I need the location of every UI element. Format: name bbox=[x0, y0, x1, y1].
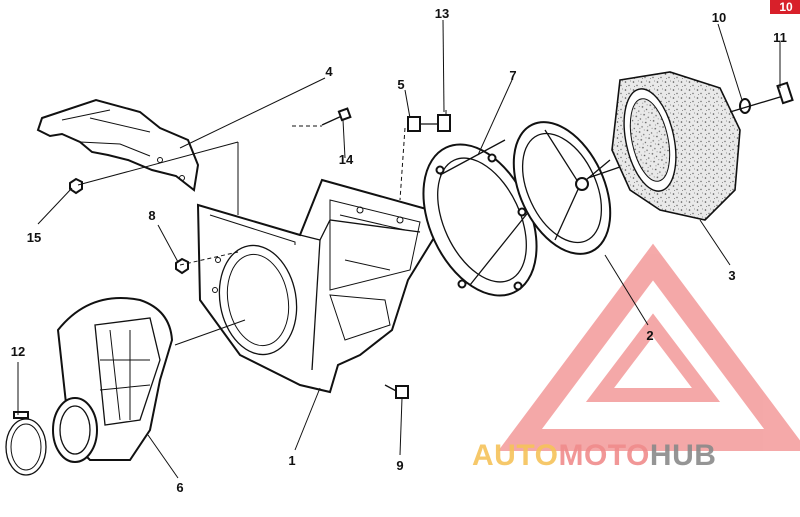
leader-4 bbox=[179, 77, 326, 149]
leader-14 bbox=[342, 119, 346, 159]
callout-2: 2 bbox=[646, 328, 653, 343]
watermark-hub: HUB bbox=[650, 439, 717, 472]
watermark-text-line: AUTOMOTOHUB bbox=[472, 439, 716, 472]
leader-9 bbox=[399, 397, 403, 456]
page-tag-text: 10 bbox=[779, 0, 793, 14]
leader-5 bbox=[404, 89, 411, 119]
leader-7 bbox=[477, 79, 513, 156]
callout-14: 14 bbox=[339, 152, 354, 167]
leader-5-dash bbox=[399, 127, 406, 201]
part-2-filter-cage bbox=[512, 121, 641, 255]
leader-3 bbox=[699, 219, 731, 266]
leader-1 bbox=[294, 387, 321, 451]
page-tag: 10 bbox=[770, 0, 800, 14]
part-10-11-bolt bbox=[729, 81, 794, 114]
callout-labels: 1 2 3 4 5 6 7 8 9 10 11 12 13 14 15 bbox=[11, 6, 787, 495]
part-3-foam-filter bbox=[611, 71, 741, 221]
watermark-triangle-inner bbox=[585, 313, 721, 402]
part-6-intake-boot bbox=[52, 297, 174, 463]
part-1-airbox-housing bbox=[196, 178, 442, 394]
leader-lines bbox=[17, 19, 781, 479]
callout-1: 1 bbox=[288, 453, 295, 468]
watermark-triangle-outer bbox=[498, 243, 800, 451]
callout-3: 3 bbox=[728, 268, 735, 283]
part-5-13-bolt bbox=[407, 110, 451, 132]
leader-13 bbox=[442, 19, 445, 113]
leader-4-b bbox=[77, 141, 239, 186]
callout-7: 7 bbox=[509, 68, 516, 83]
callout-12: 12 bbox=[11, 344, 25, 359]
part-9-screw bbox=[384, 384, 409, 399]
callout-4: 4 bbox=[325, 64, 333, 79]
part-12-clamp bbox=[5, 411, 47, 476]
watermark-logo bbox=[498, 243, 800, 451]
leader-6-b bbox=[174, 319, 246, 346]
leader-10 bbox=[717, 23, 743, 101]
leader-15 bbox=[37, 187, 73, 225]
callout-10: 10 bbox=[712, 10, 726, 25]
leader-8-dash bbox=[179, 251, 239, 266]
part-14-screw bbox=[321, 107, 352, 126]
part-4-heat-shield bbox=[36, 98, 200, 192]
page-tag-box bbox=[770, 0, 800, 14]
watermark-moto: MOTO bbox=[558, 439, 649, 472]
callout-15: 15 bbox=[27, 230, 41, 245]
callout-9: 9 bbox=[396, 458, 403, 473]
leader-2 bbox=[604, 254, 649, 326]
part-15-nut bbox=[69, 177, 83, 195]
callout-11: 11 bbox=[773, 30, 787, 45]
watermark-auto: AUTO bbox=[472, 439, 558, 472]
callout-5: 5 bbox=[397, 77, 404, 92]
watermark-text: AUTOMOTOHUB bbox=[472, 439, 716, 472]
leader-6 bbox=[147, 434, 179, 479]
callout-6: 6 bbox=[176, 480, 183, 495]
callout-8: 8 bbox=[148, 208, 155, 223]
callout-13: 13 bbox=[435, 6, 449, 21]
leader-8 bbox=[157, 224, 179, 263]
part-8-nut bbox=[175, 257, 189, 275]
